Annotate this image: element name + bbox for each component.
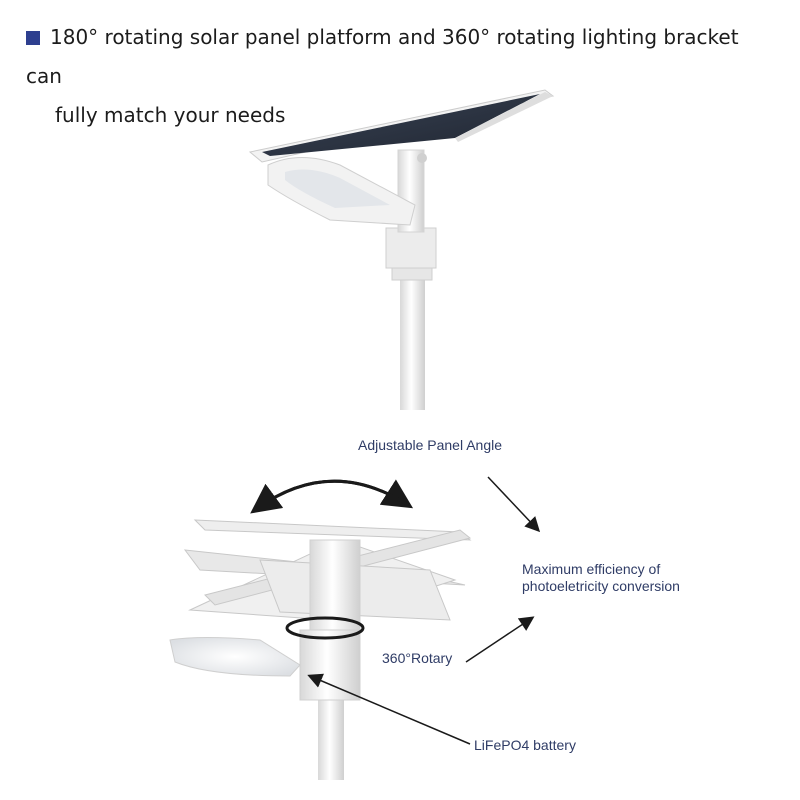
top-panel-side — [455, 92, 553, 142]
rotary-arrow — [285, 616, 365, 640]
bottom-bracket — [299, 629, 361, 701]
bottom-street-light — [169, 476, 541, 780]
headline: 180° rotating solar panel platform and 3… — [26, 18, 766, 135]
callout-efficiency-line-1: Maximum efficiency of — [522, 561, 661, 577]
headline-line-1: 180° rotating solar panel platform and 3… — [26, 25, 739, 88]
bottom-pole — [318, 690, 344, 780]
top-solar-panel — [262, 94, 540, 156]
callout-battery: LiFePO4 battery — [474, 737, 576, 753]
headline-line-2: fully match your needs — [55, 103, 286, 127]
callout-panel-angle: Adjustable Panel Angle — [358, 437, 502, 453]
bottom-panel-stem — [309, 539, 361, 631]
bullet-square-icon — [26, 31, 40, 45]
efficiency-arrow-lower — [465, 616, 535, 663]
callout-efficiency-line-2: photoeletricity conversion — [522, 578, 680, 594]
top-lamp-lens — [285, 169, 390, 208]
battery-arrow — [307, 673, 471, 745]
top-pivot-bolt — [417, 153, 427, 163]
panel-angle-1 — [193, 519, 472, 541]
top-street-light — [248, 89, 555, 410]
top-bracket-housing — [385, 227, 437, 269]
bottom-lamp-head — [169, 637, 301, 677]
callout-rotary: 360°Rotary — [382, 650, 453, 666]
efficiency-arrow-upper — [487, 476, 541, 533]
top-pole — [400, 270, 425, 410]
panel-angle-arrow-reverse — [250, 479, 409, 514]
